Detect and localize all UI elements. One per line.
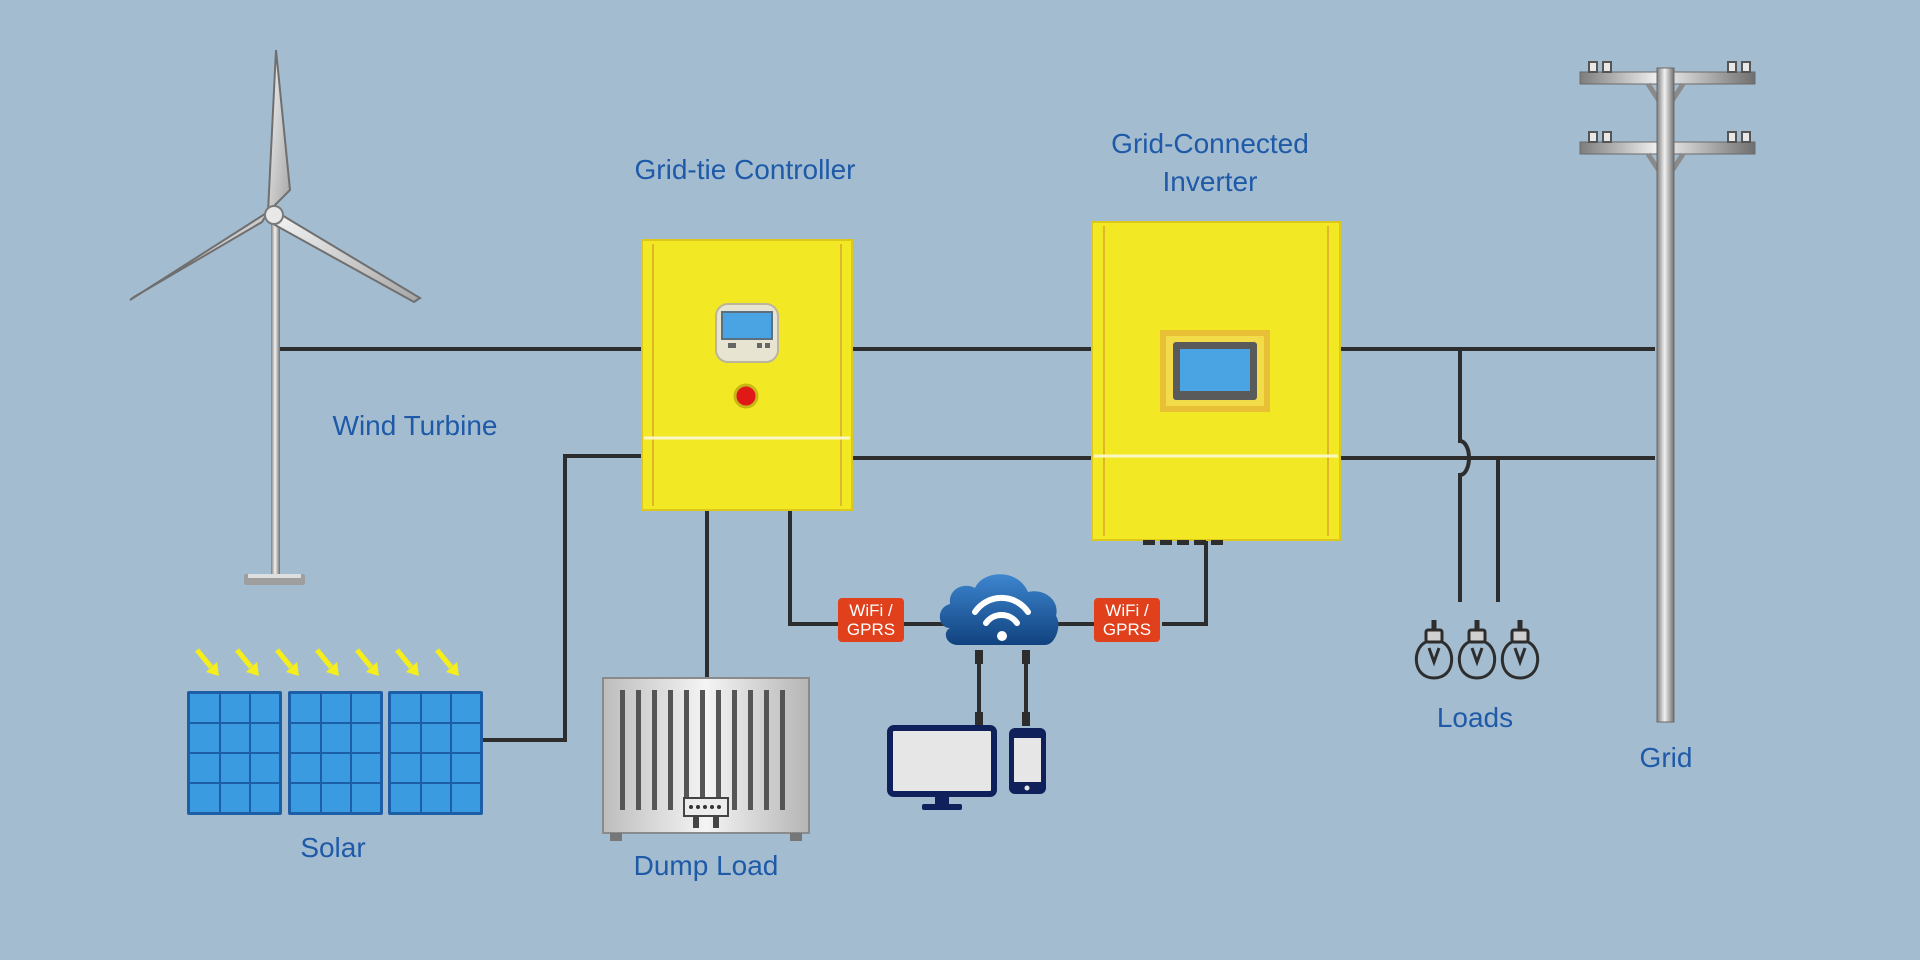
grid-tie-controller xyxy=(641,239,853,511)
tag-line-2: GPRS xyxy=(846,620,896,639)
smartphone-icon xyxy=(1009,728,1046,794)
sun-ray-arrow-icon xyxy=(395,648,419,676)
tag-line-1: WiFi / xyxy=(849,601,893,620)
tag-line-1: WiFi / xyxy=(1105,601,1149,620)
wiring xyxy=(278,347,1655,742)
dump-load-label: Dump Load xyxy=(633,850,779,881)
wifi-gprs-tag-right: WiFi / GPRS xyxy=(1094,598,1160,642)
wifi-cloud-icon xyxy=(939,574,1059,645)
controller-label: Grid-tie Controller xyxy=(634,154,856,185)
light-bulb-icon xyxy=(1414,620,1454,680)
light-bulb-icon xyxy=(1457,620,1497,680)
solar-panels xyxy=(187,691,483,815)
inverter-terminals xyxy=(1143,540,1223,545)
solar-panel-icon xyxy=(388,691,483,815)
solar-panel-icon xyxy=(288,691,383,815)
dump-load-resistor-icon xyxy=(602,677,810,841)
inverter-screen-icon xyxy=(1160,330,1270,412)
grid-connected-inverter xyxy=(1091,221,1341,545)
utility-pole-icon xyxy=(1579,61,1756,723)
sun-ray-arrow-icon xyxy=(315,648,339,676)
sun-ray-arrow-icon xyxy=(235,648,259,676)
wind-turbine-icon xyxy=(129,49,422,585)
inverter-comm-wire xyxy=(1162,540,1208,626)
red-indicator-icon xyxy=(733,383,759,409)
solar-label: Solar xyxy=(300,832,366,863)
sun-ray-arrow-icon xyxy=(355,648,379,676)
solar-to-controller-wire xyxy=(480,454,642,742)
light-bulb-icon xyxy=(1500,620,1540,680)
solar-panel-icon xyxy=(187,691,282,815)
sun-ray-arrow-icon xyxy=(195,648,219,676)
connector-plugs xyxy=(975,650,1030,726)
monitor-icon xyxy=(887,725,997,810)
sun-ray-arrow-icon xyxy=(435,648,459,676)
wind-turbine-label: Wind Turbine xyxy=(332,410,498,441)
sun-ray-arrows xyxy=(195,648,459,676)
inverter-label-line2: Inverter xyxy=(1162,166,1258,197)
loads-label: Loads xyxy=(1436,702,1514,733)
grid-label: Grid xyxy=(1639,742,1693,773)
dump-load-vents xyxy=(620,690,785,810)
controller-comm-wire xyxy=(788,510,840,626)
sun-ray-arrow-icon xyxy=(275,648,299,676)
wifi-gprs-tag-left: WiFi / GPRS xyxy=(838,598,904,642)
inverter-label-line1: Grid-Connected xyxy=(1111,128,1309,159)
tag-line-2: GPRS xyxy=(1102,620,1152,639)
controller-display-icon xyxy=(715,303,779,363)
light-bulbs xyxy=(1414,620,1540,680)
load-wire-a xyxy=(1458,349,1471,602)
